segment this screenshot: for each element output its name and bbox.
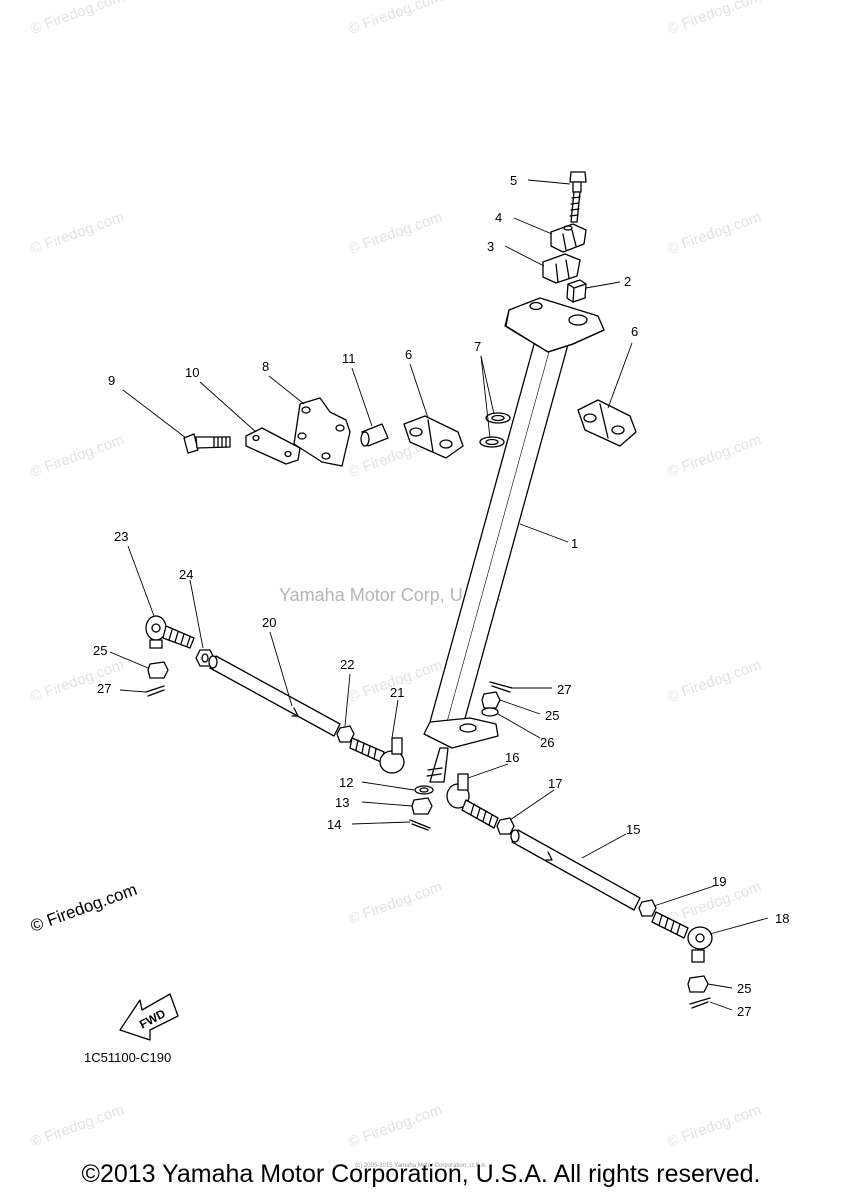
- part-26-washer: [481, 707, 499, 717]
- fwd-arrow-icon: [119, 993, 179, 1041]
- part-2-bushing: [566, 279, 587, 303]
- fine-print: (c) 2005-2015 Yamaha Motor Corporation, …: [355, 1163, 487, 1169]
- part-25-nut-bottom: [687, 975, 709, 993]
- part-6-holder-right: [577, 399, 637, 447]
- callout-27: 27: [557, 682, 571, 697]
- part-5-bolt: [569, 171, 587, 223]
- part-22-nut: [336, 725, 355, 743]
- part-25-nut-center: [481, 691, 501, 709]
- part-15-tie-rod: [510, 829, 641, 911]
- callout-9: 9: [108, 373, 115, 388]
- part-11-collar: [360, 423, 389, 447]
- callout-8: 8: [262, 359, 269, 374]
- part-4-holder: [550, 223, 587, 253]
- callout-23: 23: [114, 529, 128, 544]
- copyright: ©2013 Yamaha Motor Corporation, U.S.A. A…: [81, 1160, 761, 1188]
- callout-16: 16: [505, 750, 519, 765]
- callout-6: 6: [405, 347, 412, 362]
- part-18-tie-rod-end: [651, 911, 713, 963]
- part-12-washer: [414, 785, 434, 795]
- part-6-holder-left: [403, 415, 464, 459]
- steering-shaft: [423, 297, 605, 783]
- callout-6: 6: [631, 324, 638, 339]
- callout-25: 25: [737, 981, 751, 996]
- callout-19: 19: [712, 874, 726, 889]
- callout-5: 5: [510, 173, 517, 188]
- part-17-nut: [496, 817, 515, 835]
- part-27-pin-center: [489, 681, 513, 693]
- part-23-tie-rod-end: [145, 615, 195, 649]
- callout-17: 17: [548, 776, 562, 791]
- part-27-pin-bottom: [689, 997, 711, 1009]
- part-13-nut: [411, 797, 433, 815]
- callout-24: 24: [179, 567, 193, 582]
- callout-20: 20: [262, 615, 276, 630]
- part-19-nut: [638, 899, 657, 917]
- part-27-pin-left: [145, 685, 165, 697]
- part-16-tie-rod-end: [446, 773, 499, 829]
- callout-27: 27: [97, 681, 111, 696]
- callout-1: 1: [571, 536, 578, 551]
- callout-2: 2: [624, 274, 631, 289]
- part-8-bracket: [293, 397, 351, 467]
- callout-22: 22: [340, 657, 354, 672]
- part-9-bolt: [183, 433, 231, 454]
- part-7-clips: [479, 412, 511, 448]
- part-20-tie-rod: [208, 655, 341, 737]
- callout-3: 3: [487, 239, 494, 254]
- callout-4: 4: [495, 210, 502, 225]
- part-21-tie-rod-end: [349, 737, 405, 774]
- part-25-nut-left: [147, 661, 169, 679]
- callout-25: 25: [93, 643, 107, 658]
- diagram-code: 1C51100-C190: [84, 1050, 172, 1065]
- callout-27: 27: [737, 1004, 751, 1019]
- callout-25: 25: [545, 708, 559, 723]
- leader-lines: [109, 179, 769, 1011]
- callout-10: 10: [185, 365, 199, 380]
- callout-18: 18: [775, 911, 789, 926]
- callout-26: 26: [540, 735, 554, 750]
- part-14-cotter-pin: [409, 819, 431, 831]
- callout-12: 12: [339, 775, 353, 790]
- callout-11: 11: [342, 351, 356, 366]
- callout-21: 21: [390, 685, 404, 700]
- callout-15: 15: [626, 822, 640, 837]
- callout-7: 7: [474, 339, 481, 354]
- part-3-holder: [542, 253, 581, 284]
- callout-13: 13: [335, 795, 349, 810]
- callout-labels: 1 2 3 4 5 6 6 7 8 9 10 11 12 13 14 15 16…: [93, 173, 789, 1019]
- center-watermark: Yamaha Motor Corp, U.S.A.: [279, 585, 502, 605]
- part-10-plate: [245, 427, 301, 465]
- callout-14: 14: [327, 817, 341, 832]
